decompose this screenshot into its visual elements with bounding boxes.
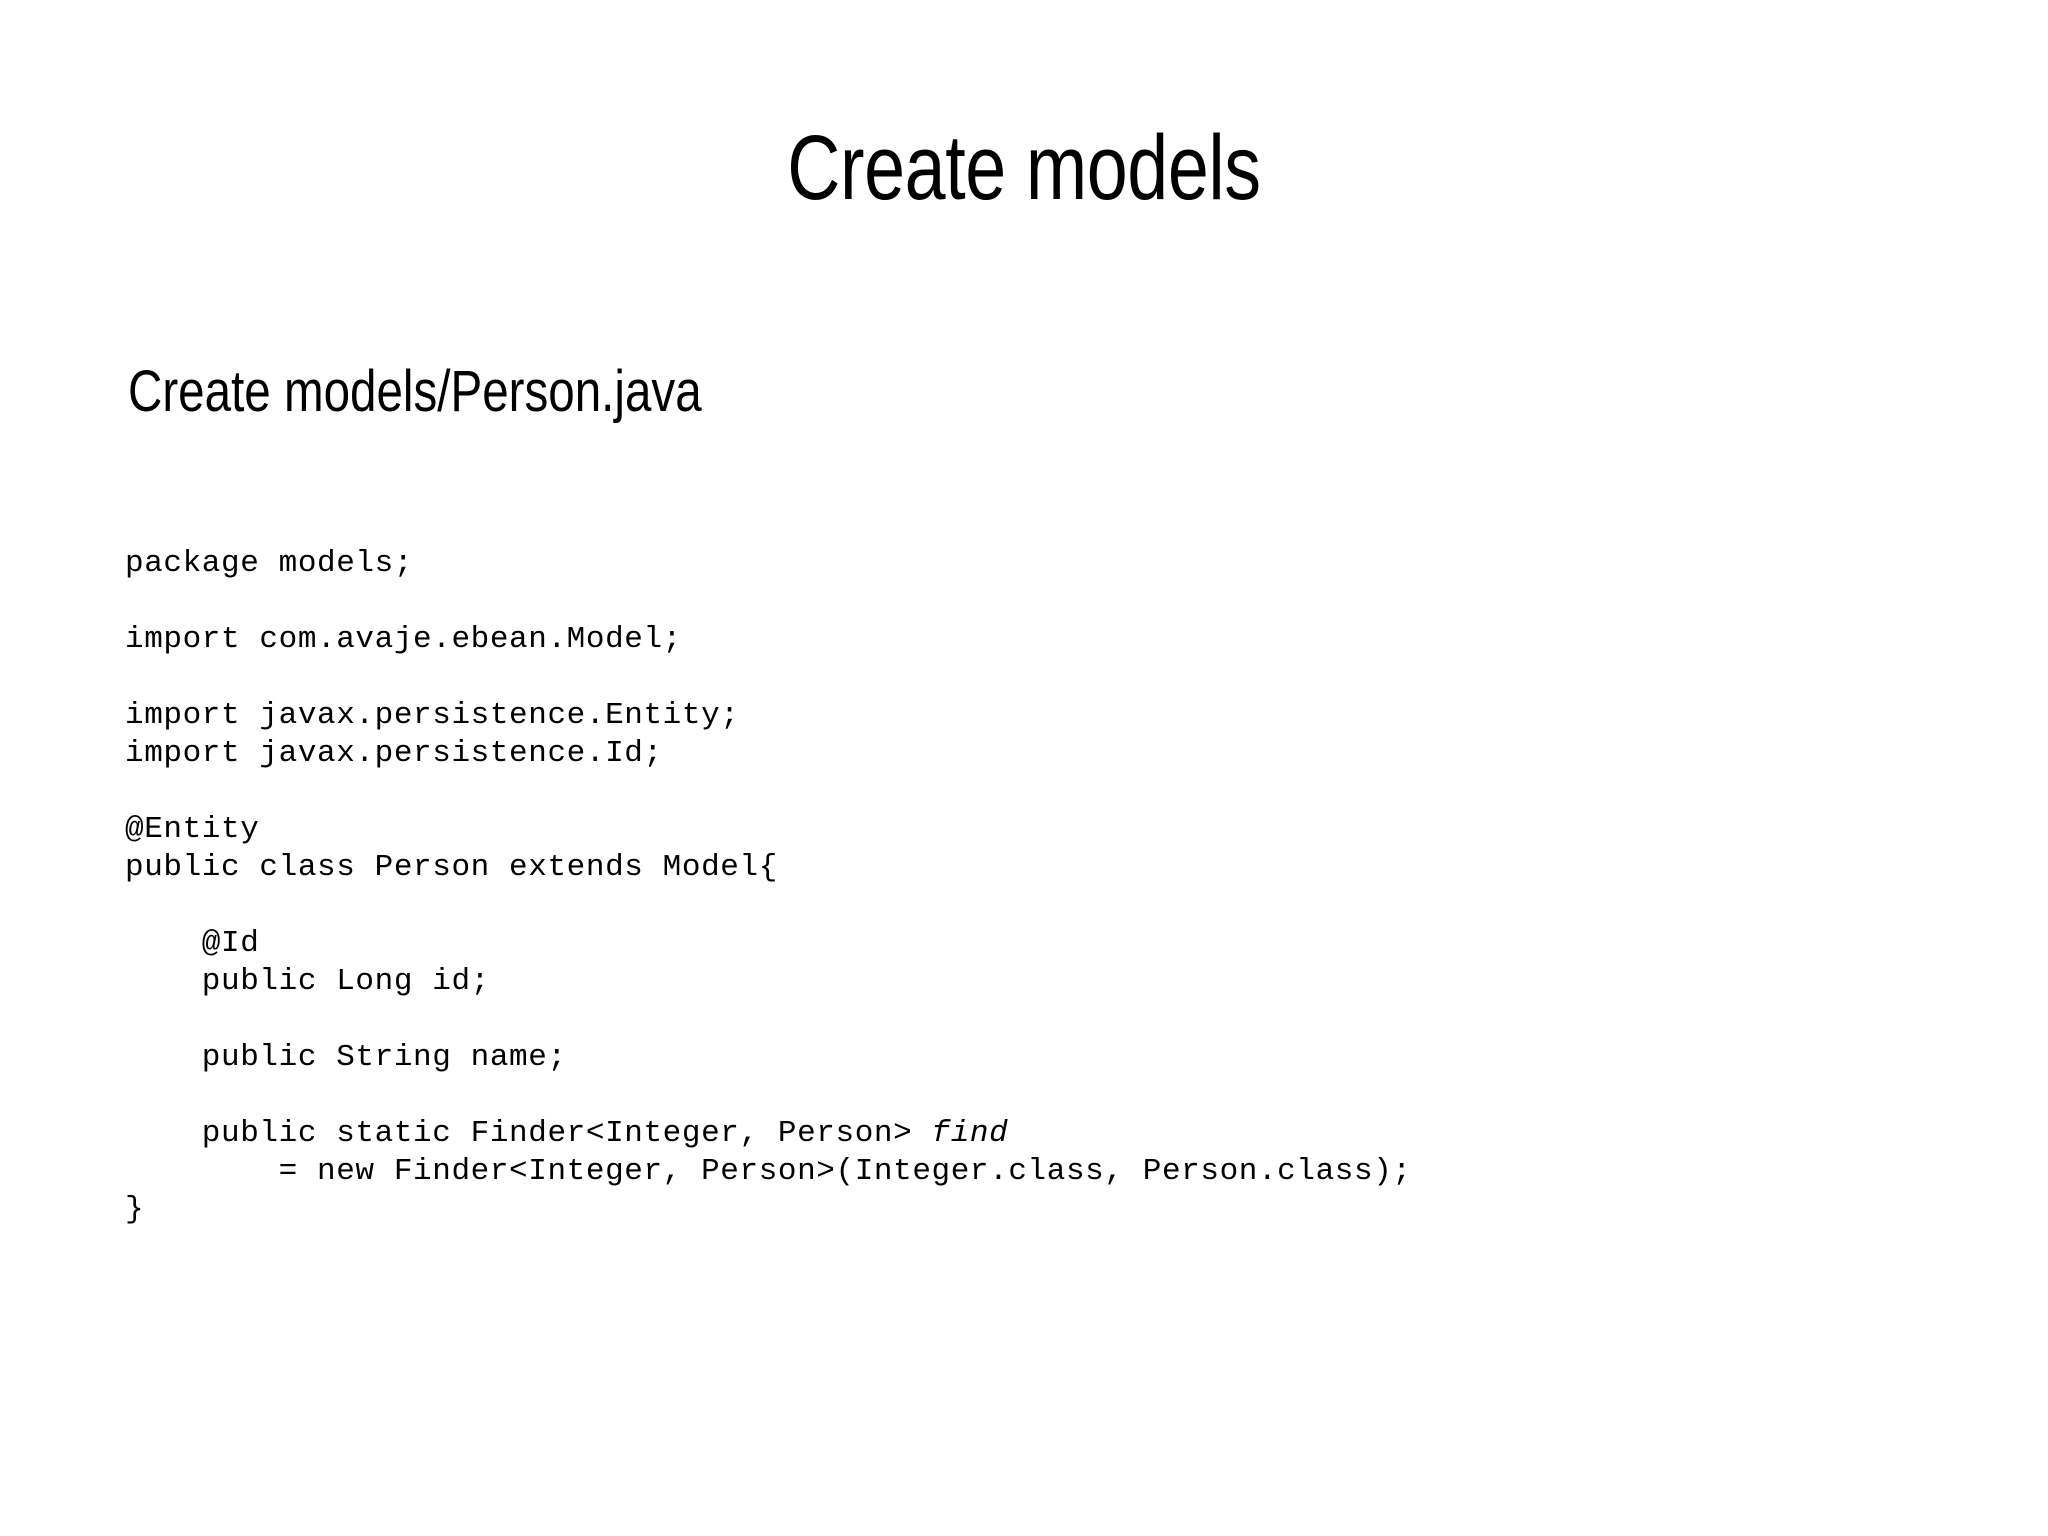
- code-line: public class Person extends Model{: [125, 849, 1412, 887]
- code-line: public static Finder<Integer, Person> fi…: [125, 1115, 1412, 1153]
- code-text: public String name;: [125, 1040, 567, 1075]
- code-line: [125, 583, 1412, 621]
- code-text: public static Finder<Integer, Person>: [125, 1116, 932, 1151]
- code-text: package models;: [125, 546, 414, 581]
- code-identifier-emphasis: find: [931, 1116, 1009, 1151]
- code-text: public Long id;: [125, 964, 490, 999]
- code-line: = new Finder<Integer, Person>(Integer.cl…: [125, 1153, 1412, 1191]
- code-line: [125, 1077, 1412, 1115]
- code-line: public Long id;: [125, 963, 1412, 1001]
- code-line: import com.avaje.ebean.Model;: [125, 621, 1412, 659]
- code-text: }: [125, 1192, 145, 1227]
- code-text: = new Finder<Integer, Person>(Integer.cl…: [125, 1154, 1412, 1189]
- code-line: public String name;: [125, 1039, 1412, 1077]
- code-line: @Id: [125, 925, 1412, 963]
- code-text: @Entity: [125, 812, 260, 847]
- code-text: @Id: [125, 926, 260, 961]
- slide-subtitle: Create models/Person.java: [128, 359, 702, 424]
- page-title: Create models: [787, 117, 1261, 219]
- code-line: [125, 887, 1412, 925]
- code-text: import com.avaje.ebean.Model;: [125, 622, 682, 657]
- code-line: import javax.persistence.Id;: [125, 735, 1412, 773]
- code-text: import javax.persistence.Entity;: [125, 698, 740, 733]
- code-line: [125, 659, 1412, 697]
- code-line: import javax.persistence.Entity;: [125, 697, 1412, 735]
- code-line: [125, 773, 1412, 811]
- code-block: package models; import com.avaje.ebean.M…: [125, 545, 1412, 1229]
- code-line: @Entity: [125, 811, 1412, 849]
- code-line: package models;: [125, 545, 1412, 583]
- code-text: import javax.persistence.Id;: [125, 736, 663, 771]
- code-line: [125, 1001, 1412, 1039]
- code-text: public class Person extends Model{: [125, 850, 778, 885]
- code-line: }: [125, 1191, 1412, 1229]
